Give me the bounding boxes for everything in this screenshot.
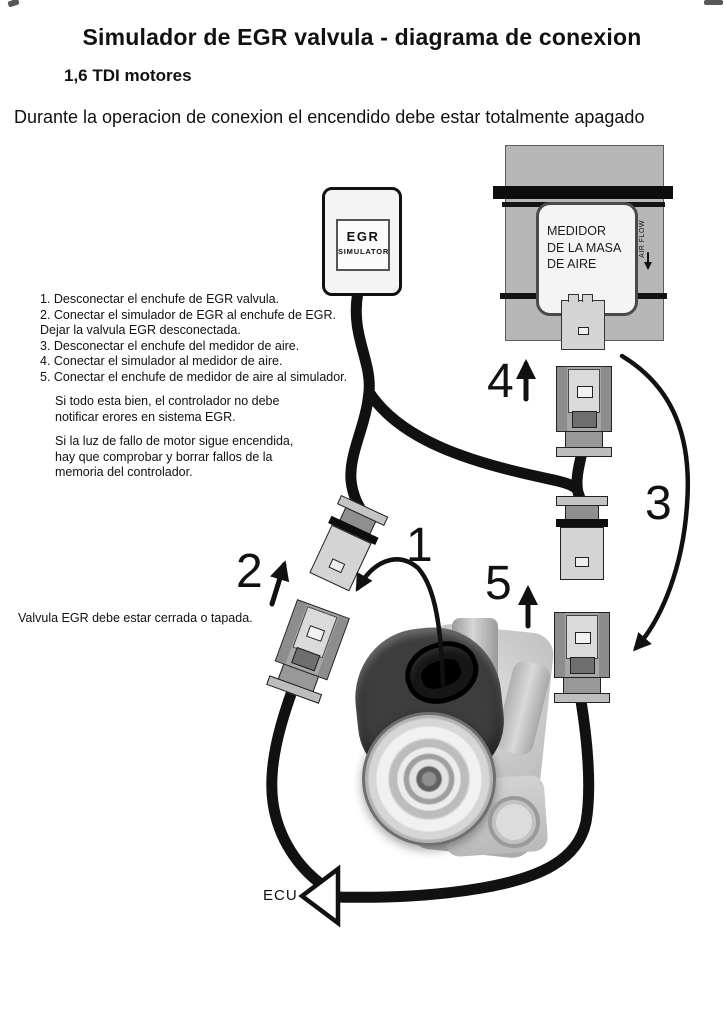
step-number-4: 4 — [487, 355, 514, 408]
cable-junction — [571, 446, 588, 504]
step-number-1: 1 — [406, 519, 433, 572]
air-mass-meter: MEDIDOR DE LA MASA DE AIRE AIR FLOW — [493, 140, 673, 352]
connector-air-meter-harness-socket — [554, 612, 610, 703]
instruction-note: Si la luz de fallo de motor sigue encend… — [55, 434, 294, 479]
connector-simulator-right-plug — [556, 496, 608, 580]
simulator-label: EGR — [346, 229, 380, 244]
valve-bolt — [488, 796, 540, 848]
instruction-note: Si todo esta bien, el controlador no deb… — [55, 394, 280, 424]
arrow-2-up — [269, 560, 290, 607]
cable-left-to-ecu — [266, 688, 340, 900]
scan-artifact — [704, 0, 723, 5]
instruction-step: 4. Conectar el simulador al medidor de a… — [40, 354, 283, 368]
warning-text: Durante la operacion de conexion el ence… — [14, 107, 645, 127]
page-title: Simulador de EGR valvula - diagrama de c… — [82, 24, 642, 50]
connector-air-meter-plug — [556, 366, 612, 457]
instruction-step: 2. Conectar el simulador de EGR al enchu… — [40, 307, 336, 322]
instruction-step: Dejar la valvula EGR desconectada. — [40, 323, 241, 337]
step-number-2: 2 — [236, 545, 263, 598]
arrow-1-path — [355, 557, 446, 687]
simulator-label-plate: EGR SIMULATOR — [336, 219, 390, 271]
valve-note: Valvula EGR debe estar cerrada o tapada. — [18, 611, 253, 625]
arrow-3-path — [619, 353, 691, 652]
ecu-label: ECU — [263, 887, 298, 904]
cable-right-to-ecu — [326, 695, 595, 903]
instruction-step: 1. Desconectar el enchufe de EGR valvula… — [40, 292, 280, 306]
egr-simulator-box: EGR SIMULATOR — [322, 187, 402, 296]
step-number-3: 3 — [645, 477, 672, 530]
page-subtitle: 1,6 TDI motores — [64, 66, 192, 85]
cable-simulator-branch-right — [363, 386, 583, 495]
meter-connector — [561, 294, 605, 350]
valve-diaphragm — [362, 712, 496, 846]
egr-valve-photo — [348, 618, 556, 860]
instruction-list: 1. Desconectar el enchufe de EGR valvula… — [40, 292, 360, 481]
instruction-step: 5. Conectar el enchufe de medidor de air… — [40, 369, 348, 384]
ecu-arrow-icon — [298, 864, 341, 928]
cable-simulator-to-egr-plug — [345, 286, 375, 514]
step-number-5: 5 — [485, 557, 512, 610]
instruction-step: 3. Desconectar el enchufe del medidor de… — [40, 338, 300, 353]
simulator-label: SIMULATOR — [338, 247, 390, 256]
